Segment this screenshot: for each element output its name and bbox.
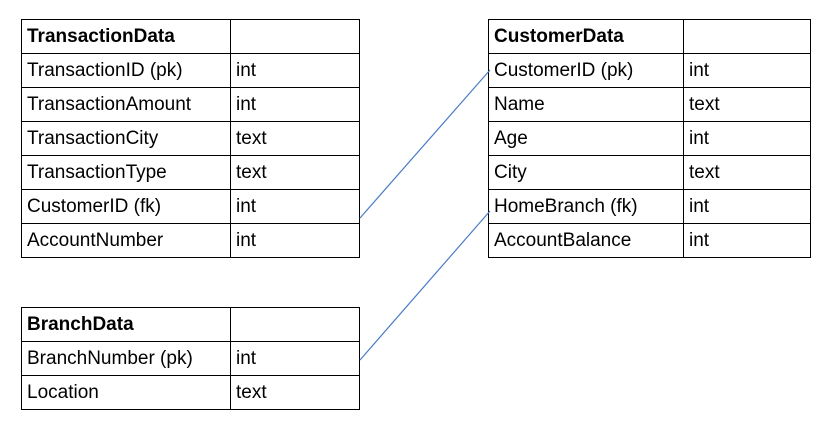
field-type: text: [683, 87, 811, 122]
table-header-row: CustomerData: [488, 19, 811, 54]
relation-line-home-branch: [359, 210, 491, 361]
field-type: int: [230, 223, 360, 258]
field-name: TransactionType: [21, 155, 231, 190]
table-row-account-balance: AccountBalance int: [488, 223, 811, 258]
field-type: int: [230, 53, 360, 88]
field-type: int: [230, 189, 360, 224]
table-title-empty-cell: [230, 307, 360, 342]
field-name: Location: [21, 375, 231, 410]
field-type: int: [683, 53, 811, 88]
field-type: text: [683, 155, 811, 190]
relation-line-customer-id: [359, 69, 491, 219]
table-title-empty-cell: [683, 19, 811, 54]
field-type: int: [683, 121, 811, 156]
field-name: Age: [488, 121, 684, 156]
table-header-row: TransactionData: [21, 19, 360, 54]
field-name: CustomerID (pk): [488, 53, 684, 88]
field-type: text: [230, 121, 360, 156]
branch-data-table: BranchData BranchNumber (pk) int Locatio…: [21, 307, 360, 410]
table-title-empty-cell: [230, 19, 360, 54]
field-name: TransactionCity: [21, 121, 231, 156]
field-name: TransactionID (pk): [21, 53, 231, 88]
table-row-transaction-city: TransactionCity text: [21, 121, 360, 156]
field-name: AccountNumber: [21, 223, 231, 258]
table-row-transaction-id: TransactionID (pk) int: [21, 53, 360, 88]
field-type: int: [230, 341, 360, 376]
field-name: City: [488, 155, 684, 190]
field-name: BranchNumber (pk): [21, 341, 231, 376]
table-title: CustomerData: [488, 19, 684, 54]
table-row-transaction-type: TransactionType text: [21, 155, 360, 190]
field-name: HomeBranch (fk): [488, 189, 684, 224]
table-row-city: City text: [488, 155, 811, 190]
field-name: AccountBalance: [488, 223, 684, 258]
table-row-account-number: AccountNumber int: [21, 223, 360, 258]
table-row-transaction-amount: TransactionAmount int: [21, 87, 360, 122]
table-row-name: Name text: [488, 87, 811, 122]
field-type: int: [683, 223, 811, 258]
customer-data-table: CustomerData CustomerID (pk) int Name te…: [488, 19, 811, 258]
field-type: text: [230, 155, 360, 190]
field-name: CustomerID (fk): [21, 189, 231, 224]
field-type: int: [683, 189, 811, 224]
field-name: Name: [488, 87, 684, 122]
table-row-home-branch: HomeBranch (fk) int: [488, 189, 811, 224]
field-name: TransactionAmount: [21, 87, 231, 122]
table-row-customer-id-pk: CustomerID (pk) int: [488, 53, 811, 88]
table-title: TransactionData: [21, 19, 231, 54]
table-row-location: Location text: [21, 375, 360, 410]
transaction-data-table: TransactionData TransactionID (pk) int T…: [21, 19, 360, 258]
table-header-row: BranchData: [21, 307, 360, 342]
table-row-customer-id-fk: CustomerID (fk) int: [21, 189, 360, 224]
field-type: int: [230, 87, 360, 122]
table-title: BranchData: [21, 307, 231, 342]
table-row-age: Age int: [488, 121, 811, 156]
table-row-branch-number: BranchNumber (pk) int: [21, 341, 360, 376]
field-type: text: [230, 375, 360, 410]
